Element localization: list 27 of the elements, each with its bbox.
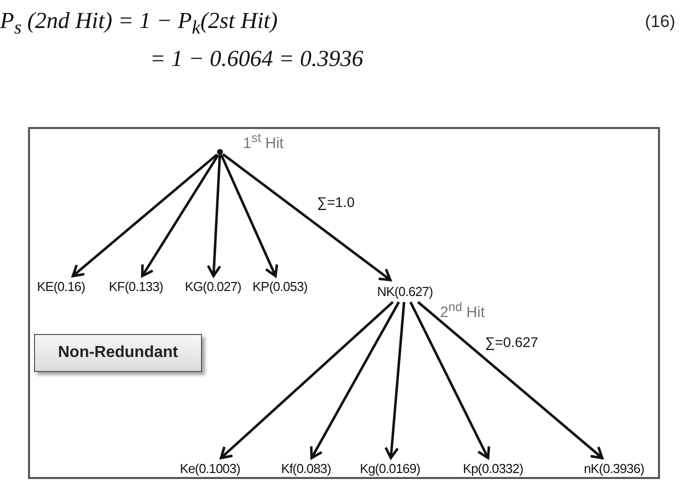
equation-number: (16)	[645, 12, 676, 32]
branch-point	[217, 149, 223, 155]
outcome-label: NK(0.627)	[365, 280, 445, 302]
arrow	[310, 301, 400, 460]
edge-label: ∑=0.627	[484, 334, 540, 350]
arrow	[417, 301, 604, 460]
hit-label: 2$^{nd}$ Hit	[440, 300, 485, 321]
edge-label: ∑=1.0	[316, 194, 356, 210]
arrow	[206, 154, 222, 278]
arrow	[222, 153, 392, 282]
arrow	[141, 154, 220, 278]
outcome-label: nK(0.3936)	[572, 458, 656, 478]
outcome-label: KE(0.16)	[31, 276, 91, 296]
arrow	[220, 154, 278, 278]
equation-line: P$_{s}$ (2nd Hit) = 1 − P$_{k}$(2st Hit)	[0, 8, 278, 40]
hit-label: 1$^{st}$ Hit	[243, 131, 284, 152]
arrow	[220, 301, 394, 460]
category-tag: Non-Redundant	[34, 334, 202, 372]
arrow	[384, 302, 406, 460]
outcome-label: Kf(0.083)	[266, 458, 346, 478]
equation-line: = 1 − 0.6064 = 0.3936	[150, 46, 364, 72]
arrow	[409, 301, 490, 460]
outcome-label: Kg(0.0169)	[348, 458, 432, 478]
outcome-label: Kp(0.0332)	[451, 458, 535, 478]
outcome-label: Ke(0.1003)	[168, 458, 252, 478]
arrow	[72, 154, 218, 278]
outcome-label: KF(0.133)	[96, 276, 176, 296]
